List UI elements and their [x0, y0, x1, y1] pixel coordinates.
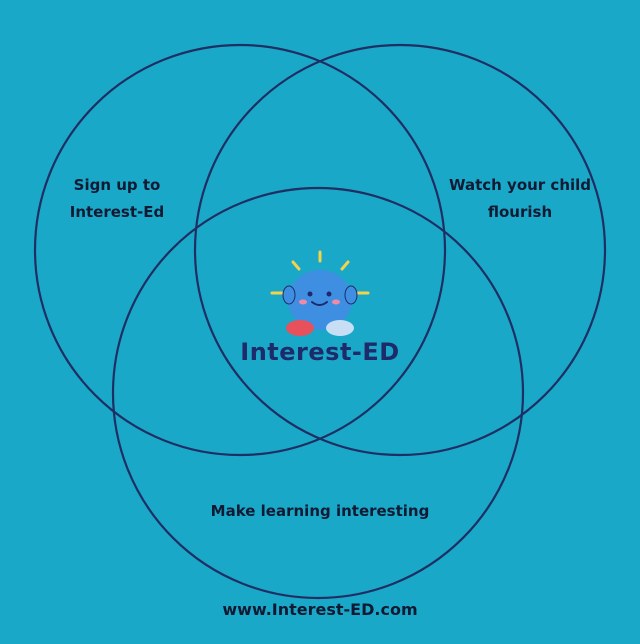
circle-watch-flourish — [193, 43, 607, 457]
set-label-watch-flourish: Watch your child flourish — [448, 176, 592, 221]
circle-sign-up — [33, 43, 447, 457]
smiling-blob-mascot-icon — [270, 250, 370, 336]
footer-website-url: www.Interest-ED.com — [222, 600, 418, 619]
set-label-make-learning: Make learning interesting — [210, 502, 430, 520]
brand-logo-text: Interest-ED — [240, 338, 400, 366]
set-label-sign-up: Sign up to Interest-Ed — [69, 176, 165, 221]
circle-make-learning — [111, 186, 525, 600]
